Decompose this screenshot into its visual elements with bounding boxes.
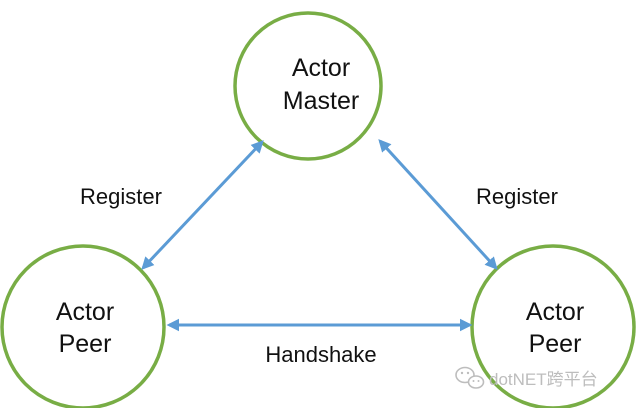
- node-label-line2: Master: [283, 87, 359, 115]
- node-label-line1: Actor: [56, 298, 114, 326]
- edge-label-handshake: Handshake: [265, 342, 376, 367]
- node-circle: [0, 244, 166, 408]
- edge-arrow-register-left: [141, 140, 264, 270]
- node-actor-peer-right: Actor Peer: [470, 244, 636, 408]
- edge-arrow-register-right: [378, 139, 498, 270]
- node-label-line1: Actor: [526, 298, 584, 326]
- watermark: dotNET跨平台: [455, 366, 598, 389]
- node-label-line2: Peer: [59, 330, 112, 358]
- node-label-line1: Actor: [292, 54, 350, 82]
- watermark-text: dotNET跨平台: [489, 370, 598, 389]
- edge-label-register-left: Register: [80, 184, 162, 209]
- node-actor-master: Actor Master: [233, 11, 383, 161]
- wechat-icon: [455, 366, 485, 389]
- node-actor-peer-left: Actor Peer: [0, 244, 166, 408]
- node-circle: [233, 11, 383, 161]
- node-label-line2: Peer: [529, 330, 582, 358]
- edge-label-register-right: Register: [476, 184, 558, 209]
